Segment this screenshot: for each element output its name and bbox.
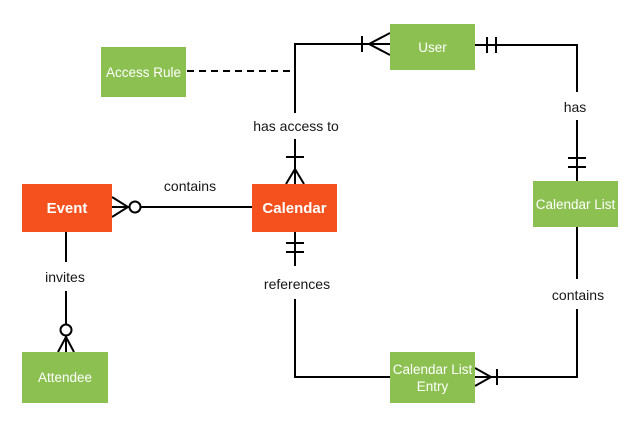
relationship-label-references: references <box>261 276 333 292</box>
exactly-one-ticks-marker <box>486 37 497 53</box>
relationship-label-has: has <box>561 99 589 115</box>
relationship-label-contains-event: contains <box>161 178 219 194</box>
entity-calendar-list-entry-label: Calendar List Entry <box>392 361 473 394</box>
entity-access-rule: Access Rule <box>101 47 186 97</box>
crow-foot-many-marker <box>368 32 391 56</box>
zero-circle-marker <box>128 200 142 214</box>
connector-line <box>294 299 390 378</box>
connector-line <box>294 43 390 113</box>
entity-event: Event <box>22 184 112 232</box>
entity-event-label: Event <box>46 199 88 217</box>
crow-foot-many-marker <box>474 367 492 387</box>
entity-calendar-list-entry: Calendar List Entry <box>390 352 475 403</box>
entity-attendee-label: Attendee <box>37 370 93 385</box>
entity-user: User <box>390 24 475 70</box>
entity-user-label: User <box>418 39 447 55</box>
connector-line <box>475 44 578 92</box>
relationship-contains-event-line <box>111 196 252 218</box>
relationship-contains-list-line <box>474 227 578 387</box>
entity-calendar-label: Calendar <box>262 199 327 217</box>
relationship-has-line <box>475 37 586 181</box>
crow-foot-many-marker <box>111 196 130 218</box>
entity-access-rule-label: Access Rule <box>105 64 182 80</box>
entity-calendar-list: Calendar List <box>533 181 618 227</box>
zero-circle-marker <box>59 323 73 337</box>
entity-attendee: Attendee <box>22 352 108 403</box>
connector-line <box>475 309 578 378</box>
relationship-invites-line <box>57 232 75 353</box>
crow-foot-many-marker <box>57 336 75 353</box>
entity-calendar: Calendar <box>252 184 337 232</box>
relationship-has-access-to-line <box>285 32 391 185</box>
relationship-label-has-access-to: has access to <box>251 118 341 134</box>
exactly-one-ticks-marker <box>568 157 586 168</box>
crow-foot-many-marker <box>285 168 305 185</box>
relationship-references-line <box>286 232 390 378</box>
exactly-one-ticks-marker <box>286 242 304 253</box>
relationship-label-contains-list: contains <box>549 287 607 303</box>
entity-calendar-list-label: Calendar List <box>535 196 616 212</box>
relationship-label-invites: invites <box>43 269 87 285</box>
